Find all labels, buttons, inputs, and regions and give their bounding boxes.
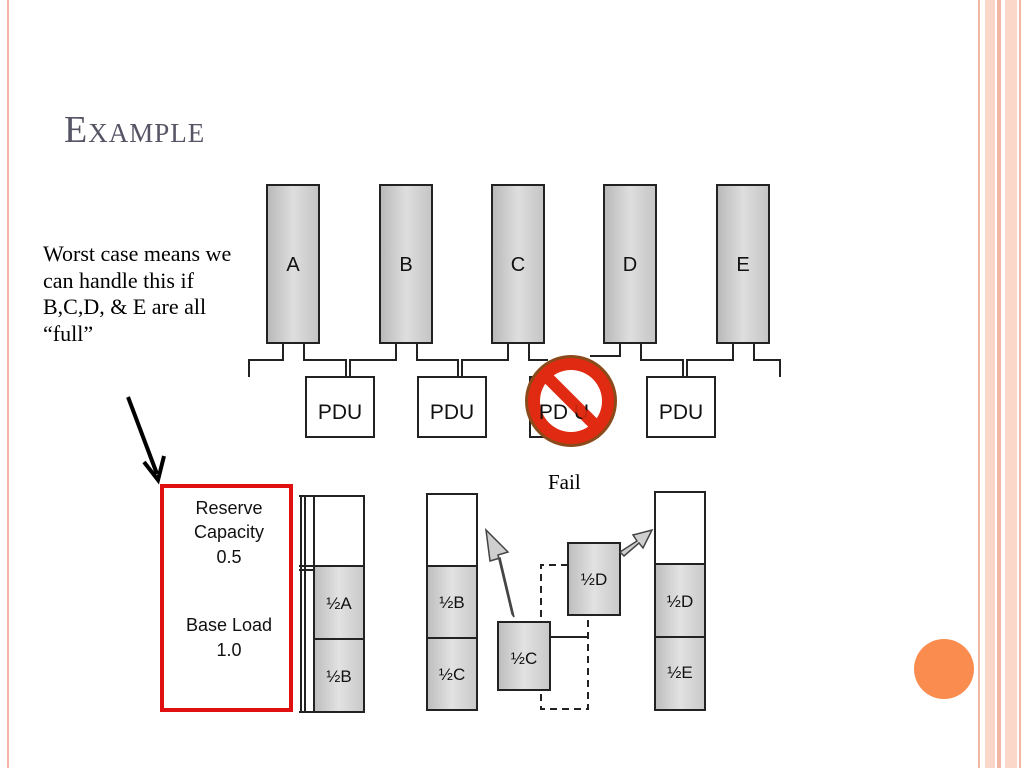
base-load-value: 1.0 bbox=[216, 640, 241, 660]
stack3-bottom-label: ½E bbox=[667, 663, 693, 682]
pdu-2-label: PDU bbox=[430, 401, 474, 424]
fail-label: Fail bbox=[548, 470, 581, 494]
rack-b-label: B bbox=[399, 254, 412, 276]
moving-block-half-d: ½D bbox=[567, 542, 621, 616]
pdu-4: PDU bbox=[646, 376, 716, 438]
rack-e: E bbox=[716, 184, 770, 344]
stack2-top-label: ½B bbox=[439, 593, 465, 612]
capacity-stack-3: ½D ½E bbox=[654, 491, 706, 711]
capacity-legend-box: Reserve Capacity 0.5 Base Load 1.0 bbox=[160, 484, 293, 712]
base-load-line1: Base Load bbox=[186, 615, 272, 635]
pointer-arrow bbox=[126, 396, 166, 485]
moving-d-label: ½D bbox=[581, 570, 607, 589]
rack-c-label: C bbox=[511, 254, 525, 276]
rack-a-label: A bbox=[286, 254, 300, 276]
reserve-line2: Capacity bbox=[194, 522, 264, 542]
rack-b: B bbox=[379, 184, 433, 344]
capacity-stack-2: ½B ½C bbox=[426, 493, 478, 711]
left-border-stripe bbox=[7, 0, 9, 768]
rack-d-label: D bbox=[623, 254, 637, 276]
arrow-c-to-stack2 bbox=[484, 527, 515, 618]
rack-e-label: E bbox=[736, 254, 749, 276]
orange-decorative-circle bbox=[914, 639, 974, 699]
moving-c-label: ½C bbox=[511, 649, 537, 668]
prohibited-icon: PD U bbox=[525, 355, 617, 447]
worst-case-note: Worst case means we can handle this if B… bbox=[43, 241, 232, 346]
stack1-top-label: ½A bbox=[326, 594, 352, 613]
pdu-1-label: PDU bbox=[318, 401, 362, 424]
stack3-top-label: ½D bbox=[667, 592, 693, 611]
rack-d: D bbox=[603, 184, 657, 344]
capacity-bracket bbox=[299, 495, 313, 713]
stack2-bottom-label: ½C bbox=[439, 665, 465, 684]
moving-block-half-c: ½C bbox=[497, 621, 551, 691]
pdu-4-label: PDU bbox=[659, 401, 703, 424]
rack-c: C bbox=[491, 184, 545, 344]
capacity-stack-1: ½A ½B bbox=[313, 495, 365, 713]
power-wiring bbox=[248, 343, 781, 377]
pdu-2: PDU bbox=[417, 376, 487, 438]
slide-title: Example bbox=[64, 109, 206, 151]
rack-a: A bbox=[266, 184, 320, 344]
stack1-bottom-label: ½B bbox=[326, 667, 352, 686]
reserve-line1: Reserve bbox=[195, 498, 262, 518]
arrow-d-to-stack3 bbox=[618, 528, 654, 558]
pdu-1: PDU bbox=[305, 376, 375, 438]
right-border-stripes bbox=[978, 0, 1021, 768]
reserve-value: 0.5 bbox=[216, 547, 241, 567]
redistribution-dashed-frame bbox=[540, 564, 589, 710]
